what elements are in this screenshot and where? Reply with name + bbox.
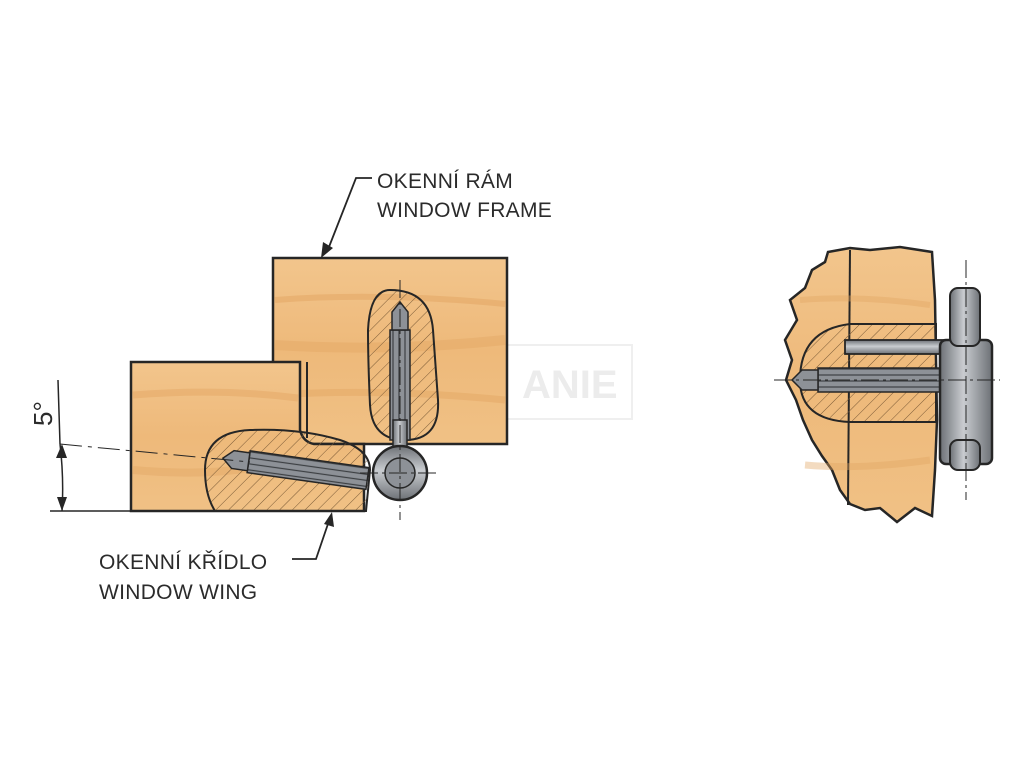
wing-label-en: WINDOW WING xyxy=(99,581,257,604)
frame-leader xyxy=(321,177,372,258)
hinge-side-view: 5° OKENNÍ RÁM WINDOW FRAME OKENNÍ KŘÍDLO… xyxy=(28,170,552,604)
frame-label-cz: OKENNÍ RÁM xyxy=(377,170,513,193)
hinge-top-view xyxy=(774,245,1000,524)
wing-pin xyxy=(221,449,370,491)
angle-dimension: 5° xyxy=(28,379,131,512)
wing-label-cz: OKENNÍ KŘÍDLO xyxy=(99,551,267,574)
frame-label-en: WINDOW FRAME xyxy=(377,199,552,222)
top-hinge-body xyxy=(844,287,994,471)
angle-reference-line xyxy=(59,443,251,463)
wing-leader xyxy=(292,512,334,560)
angle-label: 5° xyxy=(28,401,58,426)
watermark-text: ANIE xyxy=(522,363,618,407)
